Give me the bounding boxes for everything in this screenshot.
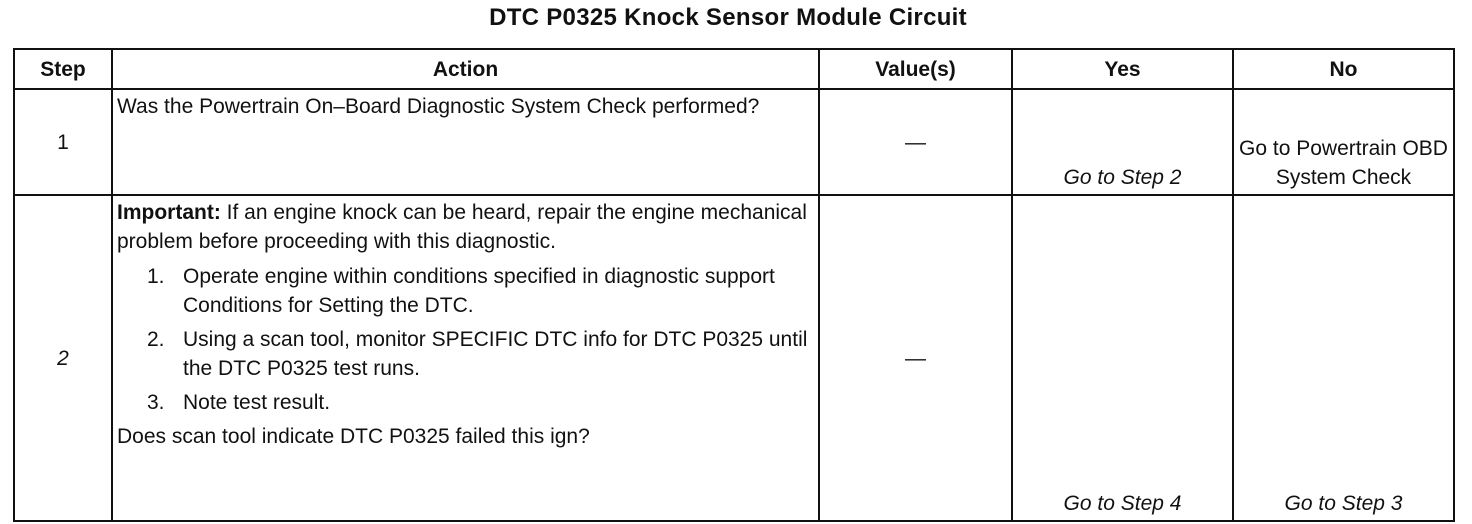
list-item-number: 3. xyxy=(147,391,165,414)
diagnostic-table: Step Action Value(s) Yes No 1 Was the Po… xyxy=(13,48,1455,522)
value-dash: — xyxy=(818,194,1013,522)
list-item: 1. Operate engine within conditions speci… xyxy=(147,262,814,320)
list-item-text: Using a scan tool, monitor SPECIFIC DTC … xyxy=(183,328,808,380)
important-text: If an engine knock can be heard, repair … xyxy=(117,201,807,253)
list-item: 2. Using a scan tool, monitor SPECIFIC DT… xyxy=(147,325,814,383)
table-header-row: Step Action Value(s) Yes No xyxy=(13,48,1455,90)
no-result: Go to Powertrain OBD System Check xyxy=(1232,88,1455,196)
yes-result: Go to Step 2 xyxy=(1011,88,1234,196)
important-note: Important: If an engine knock can be hea… xyxy=(117,198,814,256)
step-number: 2 xyxy=(13,194,113,522)
step-number: 1 xyxy=(13,88,113,196)
header-values: Value(s) xyxy=(818,48,1013,90)
list-item-number: 1. xyxy=(147,265,165,288)
procedure-list: 1. Operate engine within conditions speci… xyxy=(117,262,814,417)
header-no: No xyxy=(1232,48,1455,90)
list-item: 3. Note test result. xyxy=(147,388,814,417)
action-text: Was the Powertrain On–Board Diagnostic S… xyxy=(111,88,820,196)
action-block: Important: If an engine knock can be hea… xyxy=(111,194,820,522)
header-step: Step xyxy=(13,48,113,90)
table-row: 2 Important: If an engine knock can be h… xyxy=(13,194,1455,522)
important-label: Important: xyxy=(117,201,221,224)
yes-result: Go to Step 4 xyxy=(1011,194,1234,522)
header-action: Action xyxy=(111,48,820,90)
value-dash: — xyxy=(818,88,1013,196)
question-text: Does scan tool indicate DTC P0325 failed… xyxy=(117,425,590,448)
table-row: 1 Was the Powertrain On–Board Diagnostic… xyxy=(13,88,1455,196)
list-item-text: Note test result. xyxy=(183,391,331,414)
page-title: DTC P0325 Knock Sensor Module Circuit xyxy=(489,4,967,31)
list-item-text: Operate engine within conditions specifi… xyxy=(183,265,775,317)
header-yes: Yes xyxy=(1011,48,1234,90)
no-result: Go to Step 3 xyxy=(1232,194,1455,522)
list-item-number: 2. xyxy=(147,328,165,351)
